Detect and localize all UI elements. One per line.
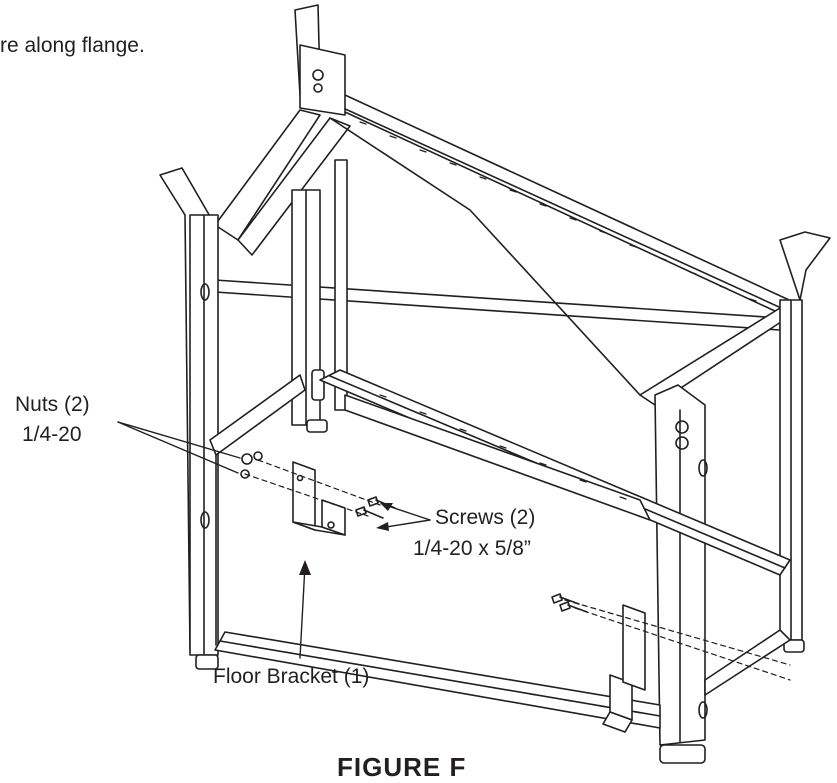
nuts (240, 451, 263, 479)
floor-bracket-label: Floor Bracket (1) (213, 665, 370, 688)
bottom-frame (209, 369, 791, 729)
alignment-lines (244, 459, 791, 681)
back-post (294, 4, 346, 116)
instruction-fragment: re along flange. (0, 34, 145, 57)
front-right-post (654, 384, 708, 764)
inner-back-posts (291, 159, 348, 433)
screws-size-label: 1/4-20 x 5/8” (413, 537, 531, 560)
top-frame (214, 84, 801, 406)
leader-lines (117, 421, 431, 659)
rail-slots (249, 121, 757, 714)
floor-bracket-left (292, 461, 346, 536)
nuts-label: Nuts (2) (15, 393, 90, 416)
nuts-size-label: 1/4-20 (22, 423, 82, 446)
left-post (159, 167, 219, 670)
screws-label: Screws (2) (435, 506, 536, 529)
screws-left (355, 496, 396, 519)
screws-right (551, 593, 588, 613)
arrowheads (299, 503, 393, 575)
figure-caption: FIGURE F (337, 752, 467, 782)
right-back-post (779, 231, 831, 653)
